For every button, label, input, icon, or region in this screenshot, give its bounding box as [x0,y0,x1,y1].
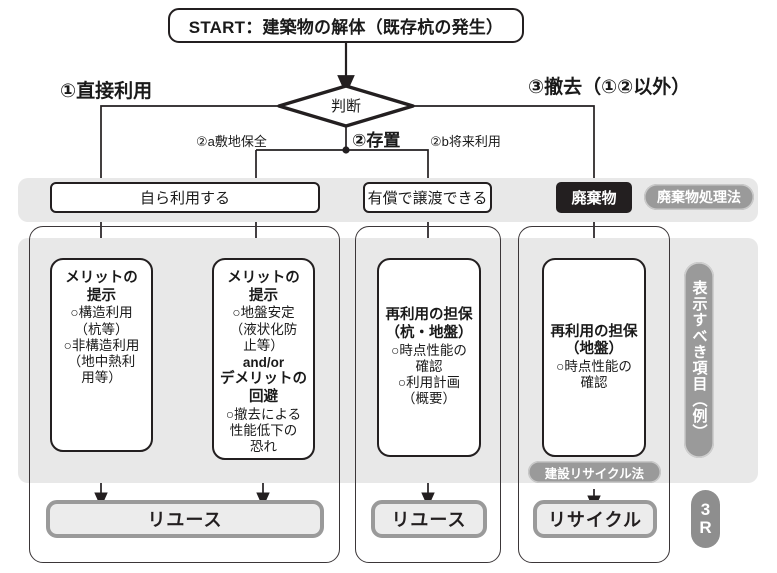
card-reuse-pile-item-2: 確認 [415,359,443,374]
card-merit-structural-head-1: メリットの [65,270,138,286]
card-reuse-pile-head-1: 再利用の担保 [385,307,473,324]
result-reuse-left: リユース [46,500,324,538]
card-reuse-ground-item-2: 確認 [580,375,608,391]
column-group-waste [518,226,670,563]
card-merit-demerit-head2-2: 回避 [249,389,278,406]
card-merit-demerit-item2-2: 性能低下の [229,423,298,439]
card-merit-structural-item-5: 用等） [81,370,122,386]
card-reuse-ground-head-2: （地盤） [565,341,623,358]
result-recycle: リサイクル [533,500,657,538]
card-reuse-ground-item-1: ○時点性能の [556,359,632,374]
card-merit-structural-item-3: ○非構造利用 [63,337,140,353]
card-merit-structural-head-2: 提示 [87,287,116,304]
card-reuse-pile-item-1: ○時点性能の [391,342,467,358]
law-pill-construction-recycling: 建設リサイクル法 [528,461,661,483]
card-reuse-guarantee-pile-ground: 再利用の担保 （杭・地盤） ○時点性能の 確認 ○利用計画 （概要） [377,258,481,457]
result-recycle-label: リサイクル [547,510,643,530]
card-reuse-ground-head-1: 再利用の担保 [550,323,638,340]
card-merit-structural: メリットの 提示 ○構造利用 （杭等） ○非構造利用 （地中熱利 用等） [50,258,153,452]
badge-3r-line-2: R [699,518,712,537]
start-node: START：建築物の解体（既存杭の発生） [168,8,524,43]
badge-3r: 3 R [691,490,720,548]
result-reuse-left-label: リユース [147,510,223,530]
branch-label-right: ③撤去（①②以外） [528,77,691,98]
card-merit-demerit: メリットの 提示 ○地盤安定 （液状化防 止等） and/or デメリットの 回… [212,258,315,460]
branch-label-left: ①直接利用 [60,81,153,102]
decision-diamond [276,84,416,128]
card-reuse-guarantee-ground: 再利用の担保 （地盤） ○時点性能の 確認 [542,258,646,457]
law-pill-waste-management-label: 廃棄物処理法 [657,189,741,205]
result-reuse-center-label: リユース [391,510,467,530]
card-merit-demerit-head-1: メリットの [227,270,300,286]
card-reuse-pile-head-2: （杭・地盤） [385,325,473,342]
card-merit-demerit-head2-1: デメリットの [220,371,307,388]
card-merit-demerit-item2-3: 恐れ [250,439,277,455]
node-self-use-label: 自ら利用する [139,190,230,207]
card-reuse-pile-item-3: ○利用計画 [397,375,461,391]
badge-3r-line-1: 3 [700,500,711,520]
card-merit-demerit-connector: and/or [242,354,285,370]
card-merit-demerit-item-1: ○地盤安定 [232,305,295,321]
branch-label-sub-left: ②a敷地保全 [196,134,267,149]
decision-label: 判断 [330,97,361,115]
card-reuse-pile-item-4: （概要） [402,391,456,407]
card-merit-structural-item-1: ○構造利用 [70,305,133,321]
node-waste-label: 廃棄物 [571,190,617,207]
node-paid-transfer-label: 有償で譲渡できる [367,190,488,207]
column-group-transfer [355,226,501,563]
law-pill-construction-recycling-label: 建設リサイクル法 [544,466,645,481]
side-label-display-items: 表示すべき項目（例） [684,262,714,458]
node-paid-transfer: 有償で譲渡できる [363,182,492,213]
card-merit-structural-item-4: （地中熱利 [67,353,136,369]
start-node-label: START：建築物の解体（既存杭の発生） [188,18,504,37]
node-waste: 廃棄物 [556,182,632,213]
card-merit-demerit-item2-1: ○撤去による [225,406,302,422]
law-pill-waste-management: 廃棄物処理法 [644,184,754,210]
result-reuse-center: リユース [371,500,487,538]
column-group-direct-use [29,226,340,563]
card-merit-demerit-item-3: 止等） [243,337,284,353]
card-merit-demerit-item-2: （液状化防 [229,321,298,337]
branch-label-sub-right: ②b将来利用 [430,134,501,149]
node-self-use: 自ら利用する [50,182,320,213]
card-merit-demerit-head-2: 提示 [249,287,278,304]
card-merit-structural-item-2: （杭等） [74,321,129,337]
branch-label-center: ②存置 [352,131,401,150]
